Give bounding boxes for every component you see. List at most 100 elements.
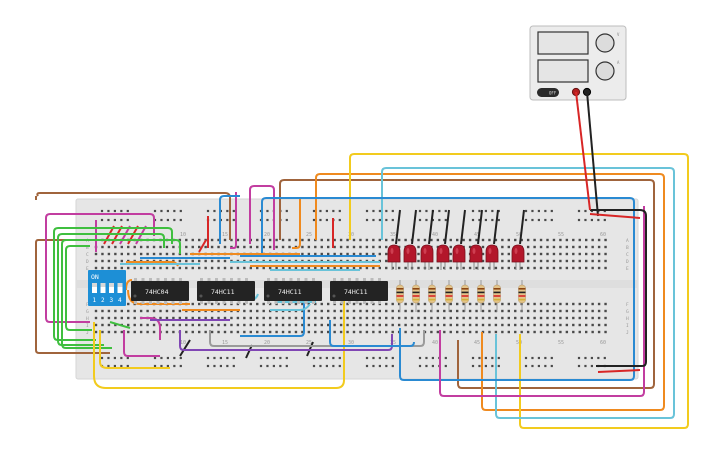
row-letter: F — [626, 302, 629, 308]
led[interactable] — [511, 244, 525, 270]
chip-label: 74HC04 — [145, 288, 169, 296]
wire-cyan[interactable] — [381, 167, 675, 419]
column-number: 40 — [432, 232, 438, 238]
resistor[interactable] — [477, 280, 485, 312]
dip-switch-key[interactable] — [100, 283, 106, 293]
led-ground-wire[interactable] — [428, 209, 434, 245]
led-ground-wire[interactable] — [493, 209, 499, 245]
psu-switch-label: OFF — [549, 91, 557, 96]
column-number: 30 — [348, 340, 354, 346]
led-ground-wire[interactable] — [411, 209, 417, 245]
resistor[interactable] — [396, 280, 404, 312]
led-ground-wire[interactable] — [519, 209, 525, 245]
row-letter: B — [626, 245, 629, 251]
resistor[interactable] — [493, 280, 501, 312]
current-display — [537, 59, 589, 83]
led[interactable] — [420, 244, 434, 270]
psu-label-a: A — [617, 60, 620, 65]
wire-red-supply[interactable] — [575, 91, 591, 211]
led-ground-wire[interactable] — [444, 209, 450, 245]
current-knob[interactable] — [595, 61, 615, 81]
resistor[interactable] — [428, 280, 436, 312]
wire-green[interactable] — [61, 239, 181, 349]
column-number: 20 — [264, 340, 270, 346]
ic-chip[interactable]: 74HC11 — [330, 278, 388, 304]
psu-label-v: V — [617, 32, 620, 37]
wire-orange[interactable] — [315, 173, 665, 411]
wire-magenta[interactable] — [45, 213, 155, 323]
dip-switch-key[interactable] — [92, 283, 97, 293]
dip-switch-body — [88, 270, 126, 306]
wire-yellow[interactable] — [349, 153, 689, 429]
row-letter: I — [86, 323, 89, 329]
ic-chip[interactable]: 74HC04 — [131, 278, 189, 304]
column-number: 10 — [180, 340, 186, 346]
voltage-knob[interactable] — [595, 33, 615, 53]
wire-magenta[interactable] — [439, 206, 645, 397]
chip-label: 74HC11 — [344, 288, 368, 296]
jumper-black[interactable] — [245, 344, 253, 359]
row-letter: B — [86, 245, 89, 251]
led[interactable] — [485, 244, 499, 270]
column-number: 10 — [180, 232, 186, 238]
wire-gray[interactable] — [209, 330, 425, 347]
column-number: 45 — [474, 232, 480, 238]
resistor[interactable] — [412, 280, 420, 312]
chip-label: 74HC11 — [211, 288, 235, 296]
wire-green[interactable] — [53, 227, 173, 341]
resistor[interactable] — [461, 280, 469, 312]
led-ground-wire[interactable] — [477, 209, 483, 245]
dip-switch-key[interactable] — [117, 283, 123, 293]
column-number: 50 — [516, 232, 522, 238]
resistor[interactable] — [518, 280, 526, 312]
wire-brown[interactable] — [279, 179, 655, 389]
resistors — [396, 280, 526, 312]
row-letter: D — [626, 259, 629, 265]
led[interactable] — [469, 244, 483, 270]
wire-purple[interactable] — [179, 330, 393, 351]
wire-blue[interactable] — [261, 197, 635, 381]
column-number: 55 — [558, 232, 564, 238]
row-letter: G — [86, 309, 89, 315]
row-letter: G — [626, 309, 629, 315]
wire-black-supply[interactable] — [586, 91, 599, 217]
column-number: 35 — [390, 232, 396, 238]
jumper-red[interactable] — [198, 239, 207, 253]
dip-switch-number: 2 — [101, 297, 105, 304]
wire-yellow[interactable] — [93, 300, 345, 389]
led-ground-wire[interactable] — [460, 209, 466, 245]
wire-brown[interactable] — [35, 239, 110, 354]
row-letter: I — [626, 323, 629, 329]
dip-on-label: ON — [91, 273, 99, 281]
jumper-black[interactable] — [179, 339, 191, 357]
column-number: 55 — [558, 340, 564, 346]
row-letter: H — [626, 316, 629, 322]
led[interactable] — [436, 244, 450, 270]
column-number: 20 — [264, 232, 270, 238]
row-letter: F — [86, 302, 89, 308]
led[interactable] — [403, 244, 417, 270]
chip-label: 74HC11 — [278, 288, 302, 296]
resistor[interactable] — [445, 280, 453, 312]
led-ground-wire[interactable] — [395, 209, 401, 245]
led[interactable] — [387, 244, 401, 270]
power-supply[interactable]: V A OFF — [529, 25, 627, 101]
column-labels: 1010151520202525303035354040454550505555… — [180, 232, 606, 346]
column-number: 15 — [222, 232, 228, 238]
dip-switch-number: 4 — [118, 297, 122, 304]
column-number: 25 — [306, 340, 312, 346]
dip-switch-key[interactable] — [109, 283, 114, 293]
row-letter: J — [626, 330, 629, 336]
psu-power-switch[interactable] — [537, 88, 559, 97]
ic-chip[interactable]: 74HC11 — [264, 278, 322, 304]
ic-chip[interactable]: 74HC11 — [197, 278, 255, 304]
row-letter: D — [86, 259, 89, 265]
wire-green[interactable] — [57, 233, 165, 346]
column-number: 45 — [474, 340, 480, 346]
led[interactable] — [452, 244, 466, 270]
leds — [387, 209, 525, 270]
row-letter: H — [86, 316, 89, 322]
